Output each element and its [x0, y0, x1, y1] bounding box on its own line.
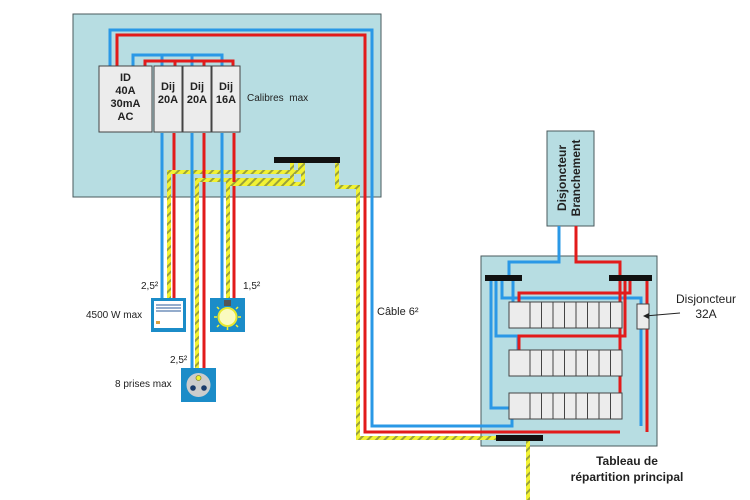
heater-section-label: 2,5² [141, 281, 159, 292]
socket-circuit [190, 133, 294, 368]
breaker-label: Dij [161, 81, 175, 93]
arrow-head-icon [643, 313, 649, 319]
id-breaker-line: 30mA [111, 98, 141, 110]
light-circuit [220, 133, 305, 298]
breaker-module [587, 301, 600, 329]
breaker-module [541, 349, 554, 377]
breaker-module [529, 301, 542, 329]
socket-icon [181, 368, 216, 402]
id-breaker-line: AC [118, 111, 134, 123]
sub-earth-bar [274, 157, 340, 163]
breaker-module [552, 349, 565, 377]
module-rows [508, 301, 623, 420]
branchement-line-1: Disjoncteur [555, 145, 569, 211]
breaker-1: Dij 20A [153, 65, 183, 133]
breaker-module [564, 349, 577, 377]
breaker-rating: 16A [216, 94, 236, 106]
heater-max-label: 4500 W max [86, 310, 142, 321]
breaker-module [587, 349, 600, 377]
socket-section-label: 2,5² [170, 355, 188, 366]
branchement-line-2: Branchement [569, 140, 583, 217]
branchement-box [546, 130, 595, 227]
breaker-module [508, 301, 531, 329]
breaker-module [508, 349, 531, 377]
light-bulb-icon [210, 298, 245, 332]
incoming-neutral [507, 226, 561, 280]
breaker-rating: 20A [187, 94, 207, 106]
breaker-module [508, 392, 531, 420]
breaker-module [552, 301, 565, 329]
breaker-module [587, 392, 600, 420]
pointer-arrow [644, 312, 681, 317]
breaker-label: Dij [190, 81, 204, 93]
phase-bar [609, 275, 652, 281]
breaker-2: Dij 20A [182, 65, 212, 133]
breaker-module [552, 392, 565, 420]
disjoncteur-32a-rating: 32A [695, 307, 716, 321]
radiator-icon [151, 298, 186, 332]
breaker-module [541, 392, 554, 420]
breaker-module [529, 349, 542, 377]
main-panel-title-1: Tableau de [596, 454, 658, 468]
calibres-label: Calibres max [247, 93, 308, 104]
main-earth-bar [496, 435, 543, 441]
cable-label: Câble 6² [377, 306, 419, 318]
breaker-module [610, 349, 623, 377]
breaker-module [529, 392, 542, 420]
id-breaker-line: ID [120, 72, 131, 84]
main-panel-title-2: répartition principal [571, 470, 684, 484]
socket-max-label: 8 prises max [115, 379, 172, 390]
breaker-module [575, 301, 588, 329]
breaker-rating: 20A [158, 94, 178, 106]
sub-phase-bus [143, 59, 235, 66]
breaker-module [598, 301, 611, 329]
breaker-module [575, 349, 588, 377]
breaker-module [598, 392, 611, 420]
id-breaker: ID 40A 30mA AC [98, 65, 153, 133]
feeder-neutral-wire [108, 28, 514, 428]
incoming-phase [574, 226, 622, 280]
breaker-module [575, 392, 588, 420]
feeder-cable [108, 28, 620, 440]
id-breaker-line: 40A [115, 85, 135, 97]
breaker-module [610, 301, 623, 329]
breaker-module [564, 392, 577, 420]
neutral-bar [485, 275, 522, 281]
breaker-module [610, 392, 623, 420]
breaker-label: Dij [219, 81, 233, 93]
feeder-earth-wire [335, 160, 500, 440]
breaker-module [564, 301, 577, 329]
breaker-3: Dij 16A [211, 65, 241, 133]
feeder-phase-wire [115, 33, 620, 434]
light-section-label: 1,5² [243, 281, 261, 292]
breaker-module [598, 349, 611, 377]
breaker-module [541, 301, 554, 329]
disjoncteur-32a-label: Disjoncteur [676, 292, 736, 306]
